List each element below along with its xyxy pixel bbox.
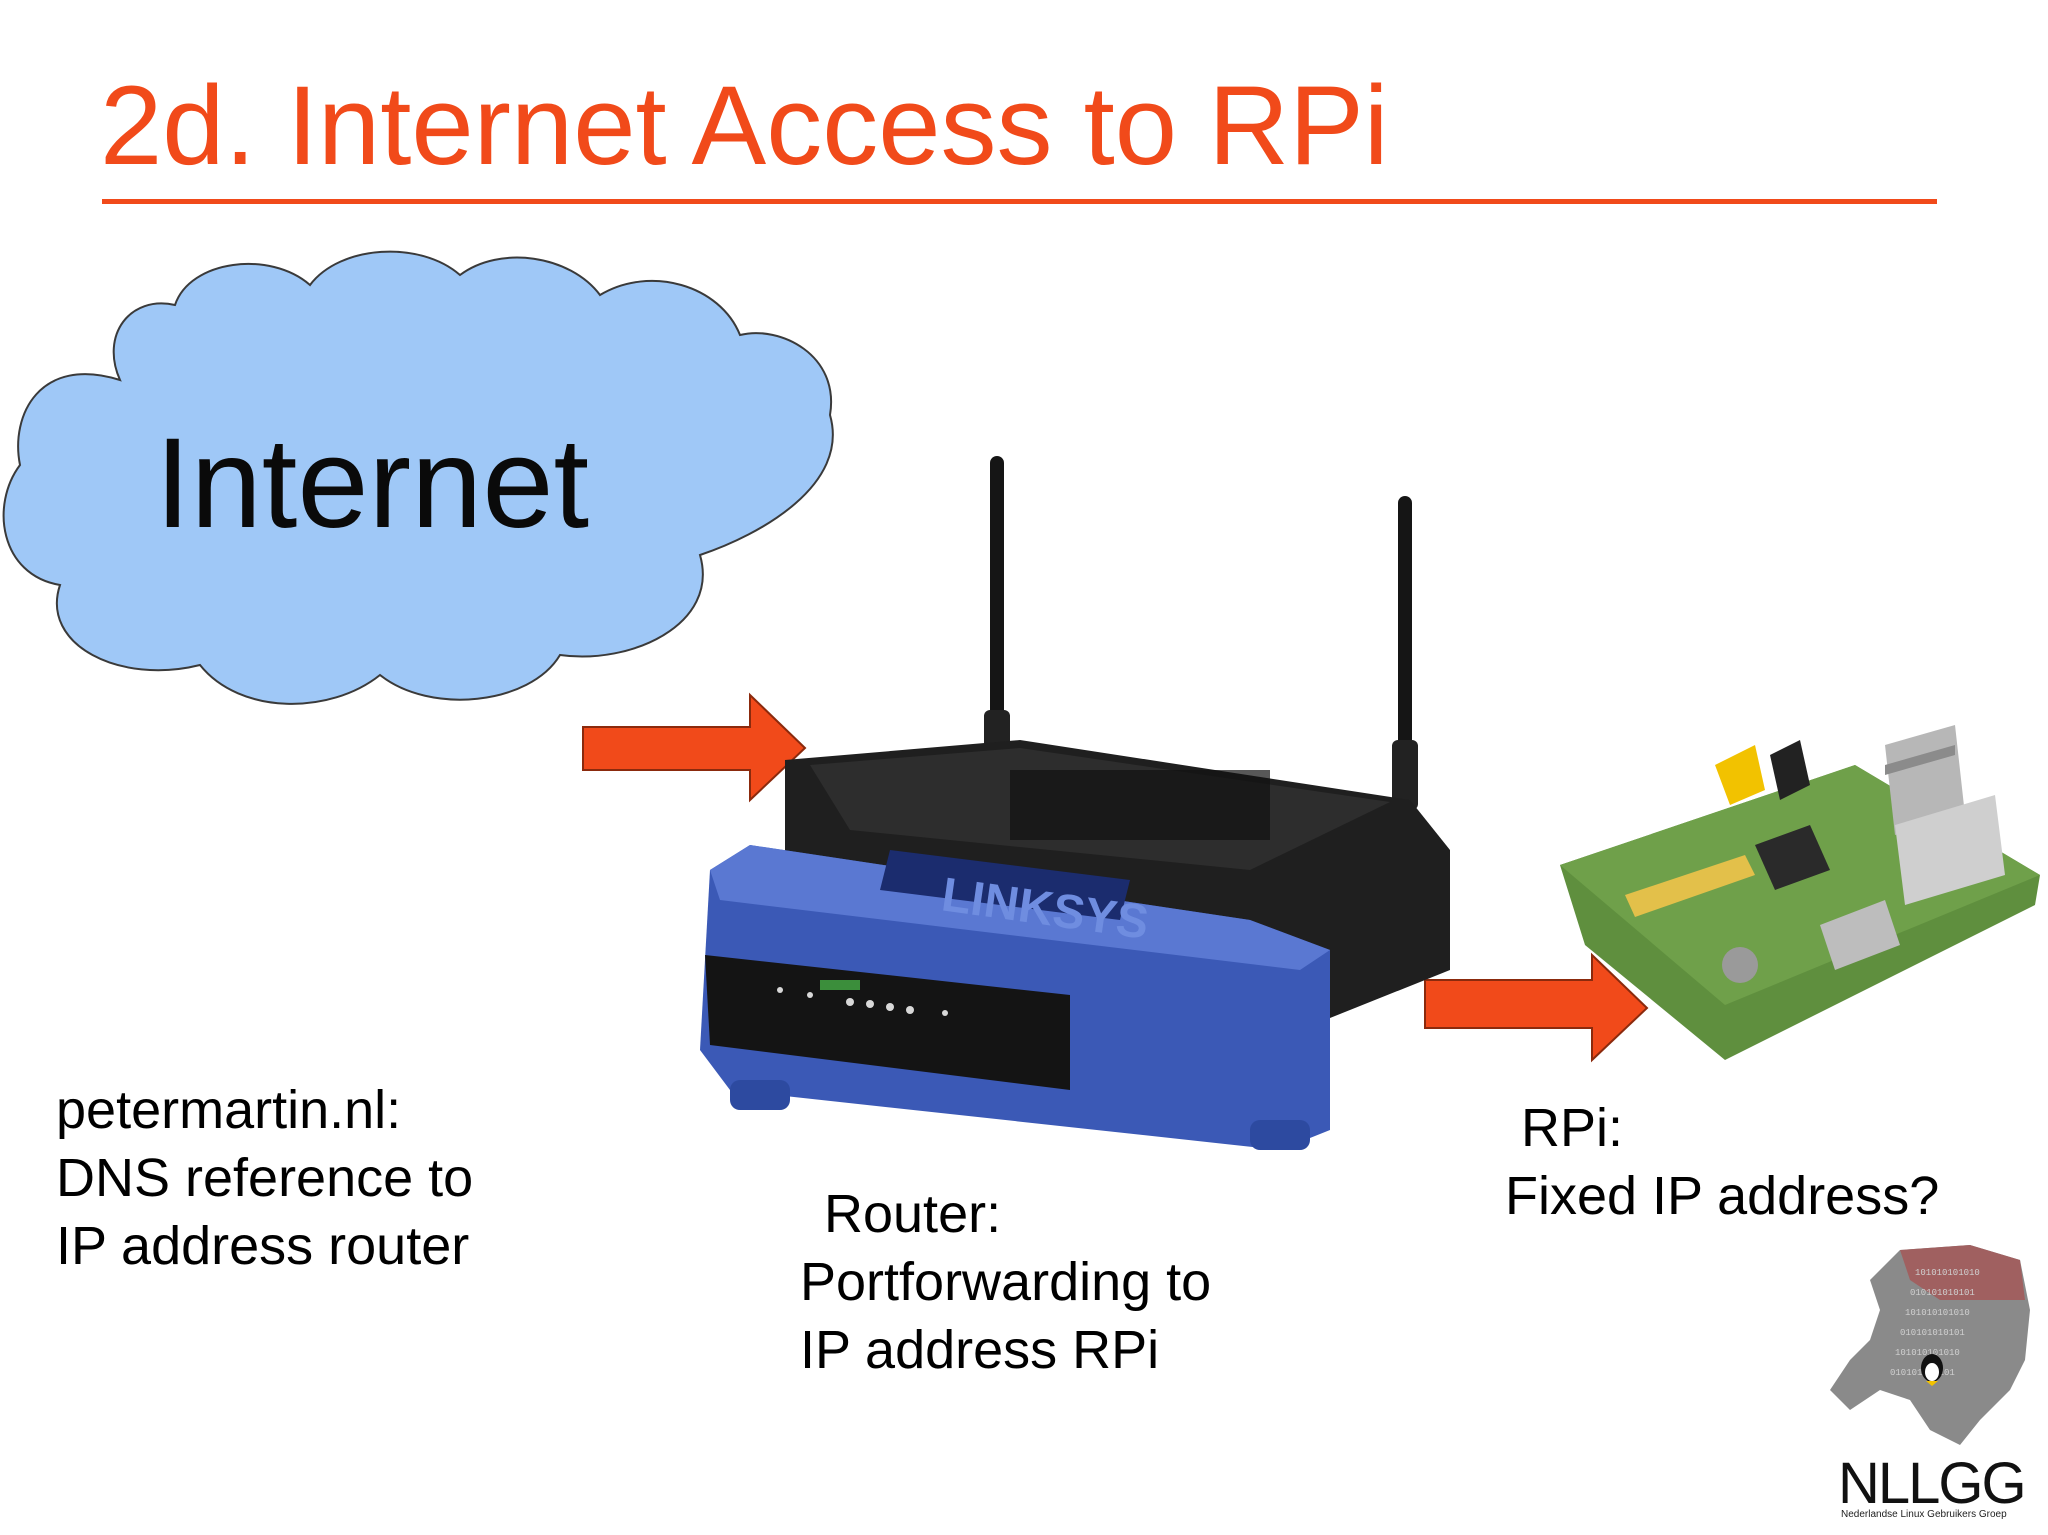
dns-caption: petermartin.nl: DNS reference to IP addr… bbox=[56, 1076, 473, 1280]
dns-caption-line: petermartin.nl: bbox=[56, 1080, 402, 1140]
svg-text:010101010101: 010101010101 bbox=[1900, 1328, 1965, 1338]
nllgg-subtitle: Nederlandse Linux Gebruikers Groep bbox=[1841, 1509, 2007, 1520]
router-caption-line: IP address RPi bbox=[800, 1320, 1160, 1380]
arrow-right-icon bbox=[582, 692, 807, 803]
router-caption-line: Portforwarding to bbox=[800, 1252, 1212, 1312]
nllgg-logo: 101010101010 010101010101 101010101010 0… bbox=[1830, 1245, 2030, 1445]
rpi-caption-line: RPi: bbox=[1521, 1098, 1624, 1158]
title-underline bbox=[102, 199, 1937, 204]
cloud-icon bbox=[2, 250, 834, 705]
svg-text:101010101010: 101010101010 bbox=[1915, 1268, 1980, 1278]
slide-title: 2d. Internet Access to RPi bbox=[100, 63, 1389, 188]
router-caption: Router: Portforwarding to IP address RPi bbox=[800, 1180, 1211, 1384]
dns-caption-line: DNS reference to bbox=[56, 1148, 474, 1208]
cloud-label: Internet bbox=[155, 412, 590, 555]
rpi-caption: RPi: Fixed IP address? bbox=[1505, 1094, 1939, 1230]
svg-text:010101010101: 010101010101 bbox=[1910, 1288, 1975, 1298]
arrow-right-icon bbox=[1424, 952, 1649, 1063]
raspberry-pi-image bbox=[1560, 725, 2040, 1060]
nllgg-wordmark: NLLGG bbox=[1838, 1451, 2027, 1516]
svg-text:101010101010: 101010101010 bbox=[1905, 1308, 1970, 1318]
router-caption-line: Router: bbox=[824, 1184, 1002, 1244]
rpi-caption-line: Fixed IP address? bbox=[1505, 1166, 1940, 1226]
dns-caption-line: IP address router bbox=[56, 1216, 470, 1276]
svg-text:101010101010: 101010101010 bbox=[1895, 1348, 1960, 1358]
router-image: LINKSYS bbox=[700, 456, 1450, 1150]
